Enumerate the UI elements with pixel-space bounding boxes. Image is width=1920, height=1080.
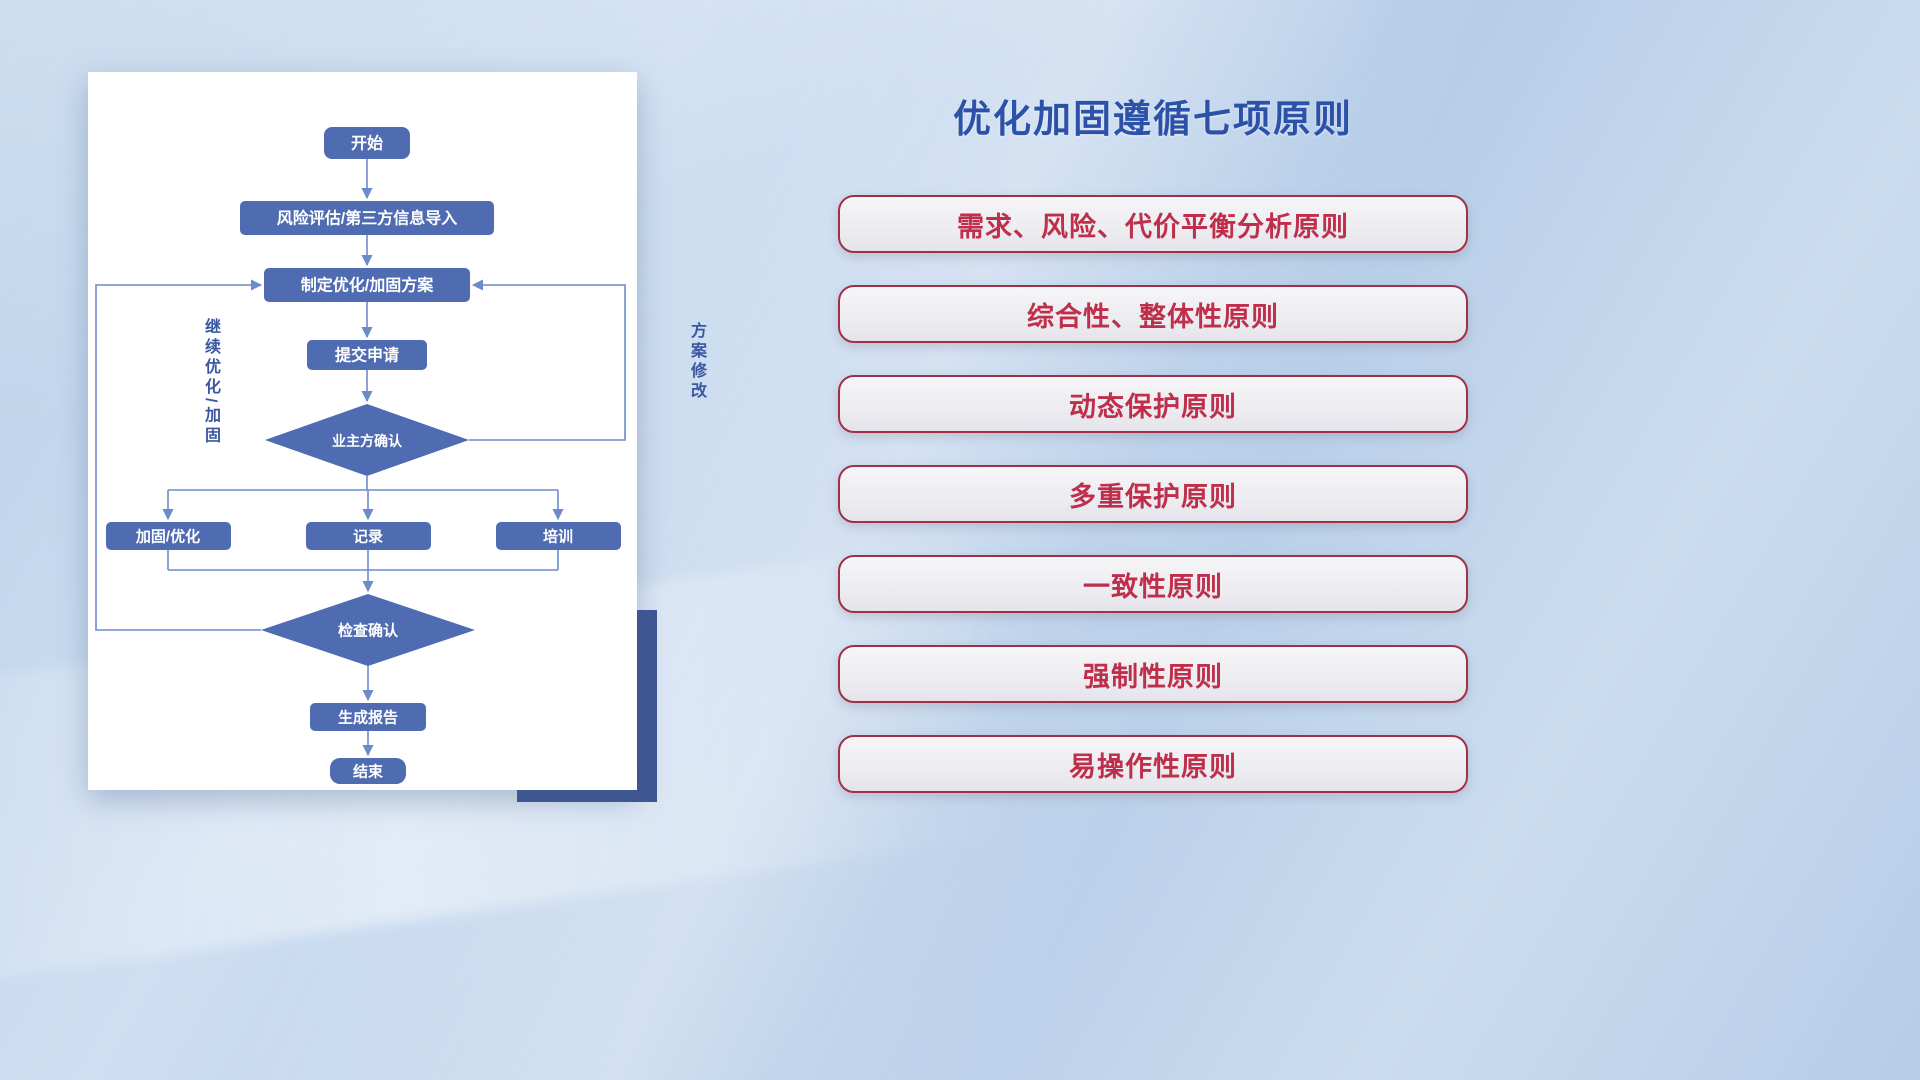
node-label-submit: 提交申请 bbox=[335, 346, 399, 365]
node-submit bbox=[307, 340, 427, 370]
principles-list: 需求、风险、代价平衡分析原则 综合性、整体性原则 动态保护原则 多重保护原则 一… bbox=[838, 195, 1468, 793]
node-label-risk-import: 风险评估/第三方信息导入 bbox=[277, 209, 457, 228]
node-make-plan bbox=[264, 268, 470, 302]
node-label-reinforce: 加固/优化 bbox=[135, 528, 200, 546]
principles-panel: 优化加固遵循七项原则 需求、风险、代价平衡分析原则 综合性、整体性原则 动态保护… bbox=[838, 88, 1468, 793]
principle-item: 动态保护原则 bbox=[838, 375, 1468, 433]
node-label-owner-confirm: 业主方确认 bbox=[332, 433, 403, 449]
node-label-end: 结束 bbox=[353, 763, 384, 781]
node-check-confirm bbox=[261, 594, 475, 666]
node-label-training: 培训 bbox=[543, 528, 573, 546]
principle-item: 强制性原则 bbox=[838, 645, 1468, 703]
principle-item: 多重保护原则 bbox=[838, 465, 1468, 523]
node-label-report: 生成报告 bbox=[338, 709, 398, 727]
node-owner-confirm bbox=[265, 404, 469, 476]
node-label-make-plan: 制定优化/加固方案 bbox=[301, 276, 434, 295]
node-start bbox=[324, 127, 410, 159]
node-label-start: 开始 bbox=[351, 134, 383, 153]
principle-item: 易操作性原则 bbox=[838, 735, 1468, 793]
node-report bbox=[310, 703, 426, 731]
flow-connectors bbox=[95, 159, 626, 757]
loop-label-plan-revise: 方案修改 bbox=[688, 322, 705, 402]
node-label-record: 记录 bbox=[353, 529, 383, 546]
principles-title: 优化加固遵循七项原则 bbox=[952, 99, 1353, 141]
node-end bbox=[330, 758, 406, 784]
loop-label-continue-optimize: 继续优化/加固 bbox=[202, 318, 219, 447]
principle-item: 需求、风险、代价平衡分析原则 bbox=[838, 195, 1468, 253]
node-risk-import bbox=[240, 201, 494, 235]
principle-item: 综合性、整体性原则 bbox=[838, 285, 1468, 343]
node-label-check-confirm: 检查确认 bbox=[338, 622, 399, 640]
node-reinforce bbox=[106, 522, 231, 550]
node-training bbox=[496, 522, 621, 550]
flowchart-card: 开始 风险评估/第三方信息导入 制定优化/加固方案 提交申请 业主方确认 加固/… bbox=[88, 72, 705, 790]
node-record bbox=[306, 522, 431, 550]
principle-item: 一致性原则 bbox=[838, 555, 1468, 613]
flowchart-svg: 开始 风险评估/第三方信息导入 制定优化/加固方案 提交申请 业主方确认 加固/… bbox=[95, 127, 626, 784]
